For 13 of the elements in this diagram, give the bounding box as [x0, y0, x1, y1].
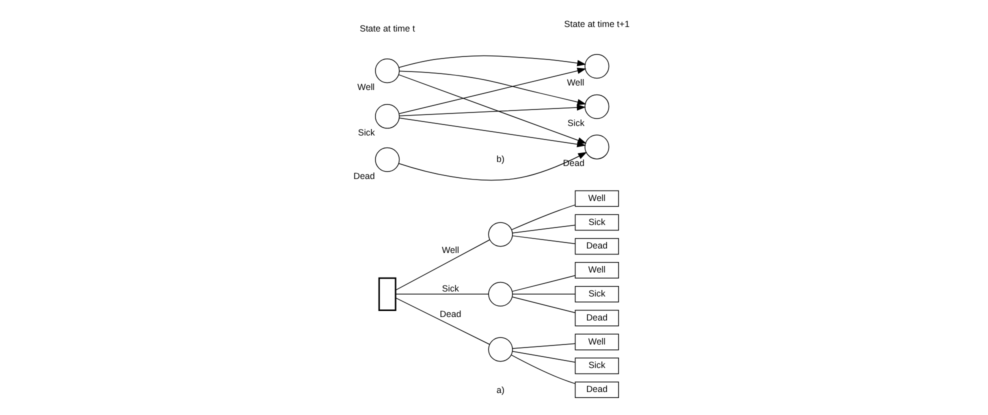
node-label: Dead [353, 170, 375, 181]
label: a) [496, 384, 505, 395]
node-label: Well [566, 77, 584, 88]
node-label: Sick [568, 118, 584, 128]
label: State at time t+1 [564, 18, 630, 29]
label: State at time t [360, 23, 415, 34]
node-label: Dead [563, 158, 584, 168]
label: b) [496, 154, 505, 164]
edge-label: Dead [440, 309, 462, 320]
edge-label: Well [442, 244, 460, 255]
edge-label: Sick [442, 284, 459, 294]
node-label: Sick [358, 127, 375, 138]
node-label: Well [357, 82, 375, 92]
